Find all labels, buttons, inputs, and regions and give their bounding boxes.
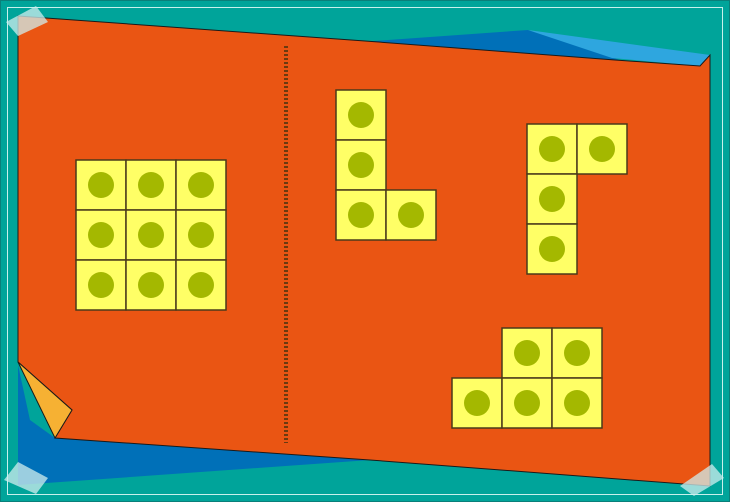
cube-dot-icon: [348, 202, 374, 228]
paper-back-top-light: [528, 30, 710, 87]
cube-dot-icon: [348, 152, 374, 178]
tape-bottom-right-icon: [680, 464, 724, 496]
cube-dot-icon: [88, 222, 114, 248]
target-cube: [175, 209, 227, 261]
cube-face: [75, 159, 127, 211]
piece-p-cube: [551, 327, 603, 379]
piece-l-cube: [385, 189, 437, 241]
target-shape: [75, 159, 227, 311]
piece-l-cube: [335, 139, 387, 191]
cube-dot-icon: [88, 172, 114, 198]
cube-dot-icon: [188, 272, 214, 298]
cube-dot-icon: [348, 102, 374, 128]
target-cube: [125, 209, 177, 261]
cube-dot-icon: [539, 236, 565, 262]
target-cube: [75, 259, 127, 311]
cube-dot-icon: [514, 390, 540, 416]
piece-p-shape[interactable]: [451, 327, 603, 429]
board-frame-inner: [7, 7, 723, 495]
piece-l-shape[interactable]: [335, 89, 437, 241]
cube-dot-icon: [188, 172, 214, 198]
target-cube: [125, 259, 177, 311]
cube-dot-icon: [464, 390, 490, 416]
target-cube: [125, 159, 177, 211]
target-cube: [175, 259, 227, 311]
piece-j-cube: [576, 123, 628, 175]
target-cube: [75, 209, 127, 261]
cube-dot-icon: [514, 340, 540, 366]
piece-p-cube: [501, 377, 553, 429]
paper-back-top: [360, 30, 640, 62]
paper-back-bottom: [18, 365, 370, 485]
cube-face: [175, 259, 227, 311]
cube-dot-icon: [539, 136, 565, 162]
piece-l-cube: [335, 89, 387, 141]
piece-j-cube: [526, 173, 578, 225]
piece-j-shape[interactable]: [526, 123, 628, 275]
cube-dot-icon: [589, 136, 615, 162]
piece-p-cube: [501, 327, 553, 379]
target-cube: [75, 159, 127, 211]
piece-l-cube: [335, 189, 387, 241]
tape-top-left-icon: [6, 6, 48, 36]
paper-corner-fold: [17, 361, 73, 440]
cube-dot-icon: [564, 340, 590, 366]
piece-p-cube: [451, 377, 503, 429]
target-cube: [175, 159, 227, 211]
cube-dot-icon: [564, 390, 590, 416]
cube-dot-icon: [398, 202, 424, 228]
piece-j-cube: [526, 123, 578, 175]
piece-p-cube: [551, 377, 603, 429]
tape-bottom-left-icon: [4, 462, 48, 494]
piece-j-cube: [526, 223, 578, 275]
cube-dot-icon: [88, 272, 114, 298]
cube-dot-icon: [539, 186, 565, 212]
cube-dot-icon: [138, 222, 164, 248]
cube-dot-icon: [138, 172, 164, 198]
cube-dot-icon: [138, 272, 164, 298]
cube-dot-icon: [188, 222, 214, 248]
